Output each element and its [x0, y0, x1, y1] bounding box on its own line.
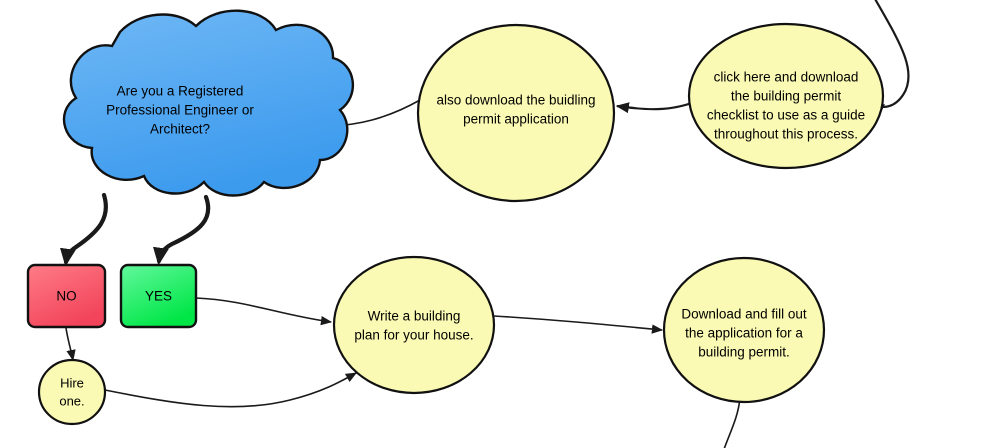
cloud-question-line-2: Professional Engineer or: [106, 103, 254, 118]
yes-box-rect: [119, 263, 198, 329]
checklist-line-2: the building permit: [731, 89, 842, 104]
node-permit-application[interactable]: also download the buidling permit applic…: [416, 23, 616, 203]
edge-cloud-to-yes: [153, 194, 211, 266]
node-hire-one[interactable]: Hire one.: [37, 358, 107, 426]
node-cloud-question[interactable]: Are you a Registered Professional Engine…: [62, 9, 355, 197]
permit-application-line-1: also download the buidling: [436, 93, 595, 108]
edge-cloud-to-no: [60, 192, 108, 267]
edge-hire-one-to-building-plan: [104, 372, 357, 408]
checklist-line-1: click here and download: [714, 70, 859, 85]
download-application-line-2: the application for a: [685, 326, 803, 341]
edge-checklist-to-permit-application: [615, 99, 698, 114]
checklist-ellipse: [687, 22, 885, 170]
hire-one-line-2: one.: [59, 393, 84, 408]
building-plan-line-2: plan for your house.: [354, 328, 473, 343]
checklist-line-3: checklist to use as a guide: [707, 108, 865, 123]
download-application-line-3: building permit.: [698, 345, 790, 360]
node-checklist[interactable]: click here and download the building per…: [687, 22, 885, 170]
download-application-line-1: Download and fill out: [681, 307, 807, 322]
cloud-shape: [62, 9, 355, 197]
cloud-question-line-3: Architect?: [150, 122, 210, 137]
no-box-rect: [26, 263, 107, 329]
node-no-box[interactable]: NO: [26, 263, 107, 329]
permit-application-line-2: permit application: [463, 112, 569, 127]
node-download-application[interactable]: Download and fill out the application fo…: [662, 256, 826, 404]
hire-one-ellipse: [37, 358, 107, 426]
building-plan-ellipse: [332, 255, 496, 395]
no-box-label: NO: [56, 289, 76, 304]
edge-yes-to-building-plan: [195, 297, 333, 326]
node-yes-box[interactable]: YES: [119, 263, 198, 329]
checklist-line-4: throughout this process.: [714, 127, 858, 142]
building-plan-line-1: Write a building: [368, 309, 461, 324]
edge-no-to-hire-one: [65, 327, 76, 362]
yes-box-label: YES: [145, 289, 172, 304]
edge-download-application-to-offscreen: [723, 397, 741, 448]
permit-application-ellipse: [416, 23, 616, 203]
cloud-question-line-1: Are you a Registered: [117, 84, 244, 99]
node-building-plan[interactable]: Write a building plan for your house.: [332, 255, 496, 395]
download-application-ellipse: [662, 256, 826, 404]
edge-building-plan-to-download-application: [493, 315, 664, 334]
hire-one-line-1: Hire: [60, 375, 84, 390]
